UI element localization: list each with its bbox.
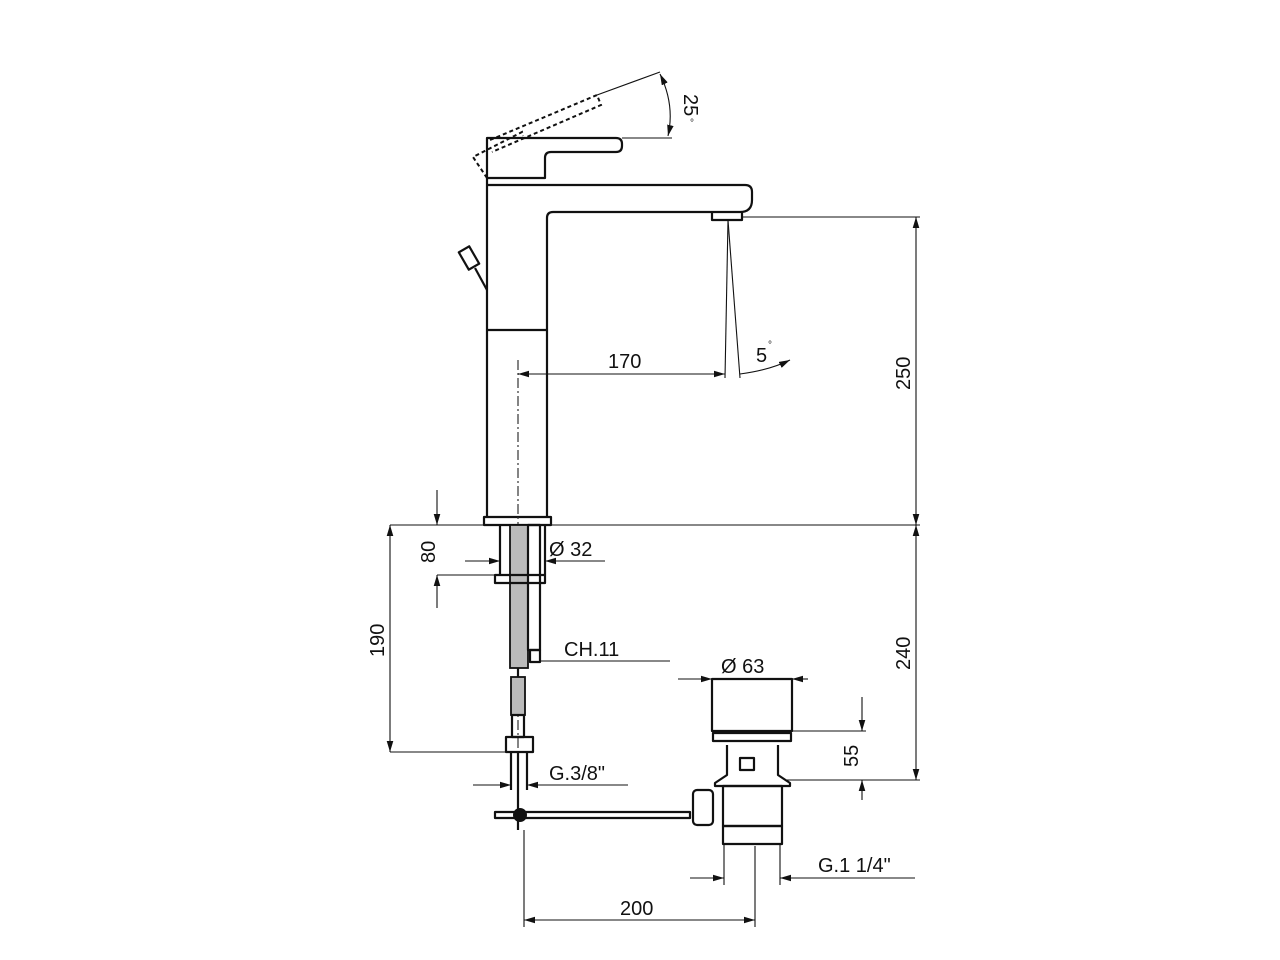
lever-open-position — [471, 93, 603, 179]
degree-symbol: ° — [690, 118, 694, 129]
dimension-lines — [386, 71, 920, 927]
lever-angle-label: 25 — [679, 94, 701, 116]
wrench-size-label: CH.11 — [564, 639, 619, 661]
spout-angle-label: 5 — [756, 345, 767, 367]
spout-reach-label: 170 — [608, 351, 641, 373]
faucet-body — [482, 136, 754, 527]
base-height-label: 80 — [418, 541, 440, 563]
waste-valve — [691, 677, 794, 846]
hose-length-label: 190 — [367, 624, 389, 657]
below-deck-label: 240 — [893, 637, 915, 670]
spout-height-label: 250 — [893, 357, 915, 390]
waste-height-label: 55 — [841, 745, 863, 767]
waste-diameter-label: Ø 63 — [721, 656, 764, 678]
inlet-thread-label: G.3/8" — [549, 763, 605, 785]
degree-symbol: ° — [768, 340, 772, 351]
rod-length-label: 200 — [620, 898, 653, 920]
shank — [493, 523, 692, 830]
shank-diameter-label: Ø 32 — [549, 539, 592, 561]
popup-rod — [457, 245, 488, 291]
waste-thread-label: G.1 1/4" — [818, 855, 891, 877]
